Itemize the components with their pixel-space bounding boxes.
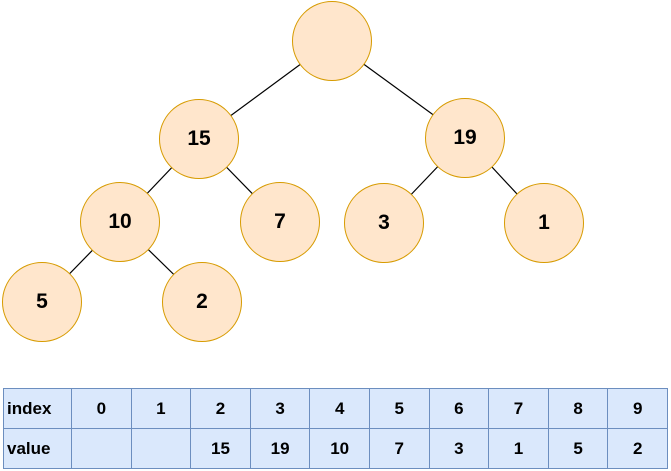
index-cell-4: 4 (309, 388, 370, 429)
value-cell-8: 5 (547, 428, 609, 469)
value-cell-6: 3 (428, 428, 490, 469)
index-cell-6: 6 (428, 388, 490, 429)
value-cell-5: 7 (368, 428, 430, 469)
tree-node-19: 19 (425, 98, 505, 178)
value-cell-3: 19 (249, 428, 311, 469)
value-cell-1 (130, 428, 192, 469)
tree-node-root (292, 1, 372, 81)
value-cell-7: 1 (488, 428, 549, 469)
index-row-header: index (3, 388, 72, 429)
index-cell-2: 2 (190, 388, 251, 429)
index-cell-8: 8 (547, 388, 609, 429)
index-cell-3: 3 (249, 388, 311, 429)
value-cell-0 (71, 428, 132, 469)
tree-node-5: 5 (2, 262, 82, 342)
tree-node-3: 3 (344, 183, 424, 263)
index-cell-7: 7 (488, 388, 549, 429)
tree-node-7: 7 (240, 182, 320, 262)
table-row-value: value 15 19 10 7 3 1 5 2 (3, 428, 668, 469)
index-cell-1: 1 (130, 388, 192, 429)
array-representation-table: index 0 1 2 3 4 5 6 7 8 9 value 15 19 10… (3, 388, 668, 469)
tree-node-15: 15 (159, 99, 239, 179)
index-cell-5: 5 (368, 388, 430, 429)
tree-node-2: 2 (162, 262, 242, 342)
value-row-header: value (3, 428, 72, 469)
value-cell-2: 15 (190, 428, 251, 469)
tree-node-10: 10 (80, 182, 160, 262)
tree-node-1: 1 (504, 183, 584, 263)
index-cell-0: 0 (71, 388, 132, 429)
table-row-index: index 0 1 2 3 4 5 6 7 8 9 (3, 388, 668, 429)
value-cell-4: 10 (309, 428, 370, 469)
value-cell-9: 2 (607, 428, 668, 469)
index-cell-9: 9 (607, 388, 668, 429)
